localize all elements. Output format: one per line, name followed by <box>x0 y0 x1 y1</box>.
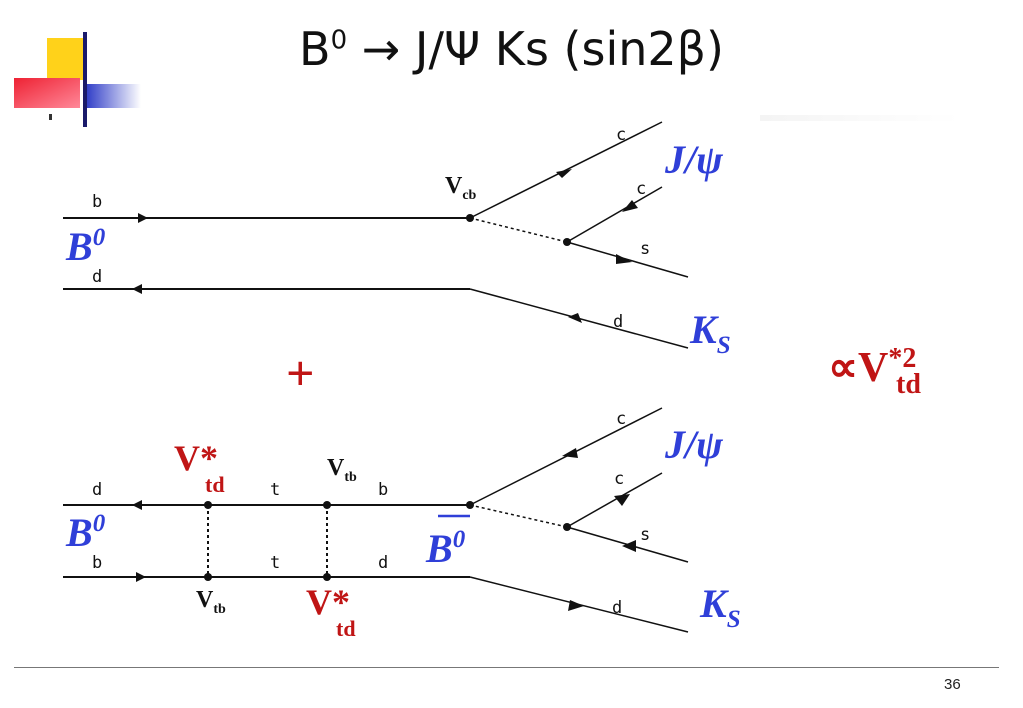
slide-title: B0 → J/Ψ Ks (sin2β) <box>0 22 1023 76</box>
bot-w-dash <box>469 504 568 528</box>
top-label-s: s <box>640 239 650 259</box>
footer-divider <box>14 667 999 668</box>
top-s-arrow <box>616 254 632 264</box>
bottom-diagram: d b t t b d c c s d Vtb Vtb V*td V*td B0… <box>63 407 741 641</box>
plus-sign: + <box>286 345 315 401</box>
bot-label-d-mid: d <box>378 553 388 573</box>
logo-vertical-line <box>83 32 87 127</box>
bot-label-t1: t <box>270 480 280 500</box>
vtd-top-label: V*td <box>174 438 225 497</box>
bot-b-arrow <box>136 572 146 582</box>
logo-red-square <box>14 78 80 108</box>
vcb-label: Vcb <box>445 173 477 203</box>
page-number: 36 <box>944 676 961 693</box>
top-label-c1: c <box>616 125 626 145</box>
jpsi-bot-label: J/ψ <box>664 422 723 467</box>
bot-vertex-w <box>563 523 571 531</box>
top-s-line <box>566 241 689 278</box>
vertex-box-br <box>323 573 331 581</box>
decor-fade <box>760 115 960 121</box>
b0-bot-label: B0 <box>65 510 106 555</box>
top-b-arrow <box>138 213 148 223</box>
bot-label-d: d <box>92 480 102 500</box>
vertex-box-bl <box>204 573 212 581</box>
vertex-box-tl <box>204 501 212 509</box>
title-rest: → J/Ψ Ks (sin2β) <box>347 22 724 76</box>
bot-c1-arrow <box>562 448 578 458</box>
logo-yellow-square <box>47 38 87 80</box>
top-c2-line <box>566 186 663 243</box>
top-label-d: d <box>92 267 102 287</box>
bot-c2-line <box>566 472 663 528</box>
bot-d-out-arrow <box>568 600 584 611</box>
top-c2-arrow <box>622 200 638 212</box>
top-c1-arrow <box>556 169 572 178</box>
jpsi-top-label: J/ψ <box>664 137 723 182</box>
vtb-bot-label: Vtb <box>196 587 226 617</box>
top-d-out-arrow <box>568 313 582 323</box>
bot-label-b-mid: b <box>378 480 388 500</box>
top-c1-line <box>469 121 663 219</box>
bot-c2-arrow <box>614 494 630 506</box>
bot-label-c1: c <box>616 409 626 429</box>
top-diagram: b d c c s d Vcb B0 J/ψ KS <box>63 121 731 359</box>
top-vertex-w <box>563 238 571 246</box>
bot-label-t2: t <box>270 553 280 573</box>
title-superscript: 0 <box>330 25 348 56</box>
top-label-c2: c <box>636 179 646 199</box>
vtb-top-label: Vtb <box>327 455 357 485</box>
top-label-d-out: d <box>613 312 623 332</box>
vtd-bot-label: V*td <box>306 582 356 641</box>
title-prefix: B <box>299 22 331 76</box>
b0-top-label: B0 <box>65 224 106 269</box>
bot-vertex-main <box>466 501 474 509</box>
top-vertex-vcb <box>466 214 474 222</box>
ks-bot-label: KS <box>699 581 741 633</box>
top-label-b: b <box>92 192 102 212</box>
vertex-box-tr <box>323 501 331 509</box>
logo-dot <box>49 114 52 120</box>
bot-label-b: b <box>92 553 102 573</box>
bot-d-arrow <box>132 500 142 510</box>
b0bar-label: B0 <box>425 526 466 571</box>
bot-label-d-out: d <box>612 598 622 618</box>
top-w-dash <box>469 217 568 243</box>
top-d-arrow <box>132 284 142 294</box>
bot-label-c2: c <box>614 469 624 489</box>
ks-top-label: KS <box>689 307 731 359</box>
bot-label-s: s <box>640 525 650 545</box>
bot-s-arrow <box>622 540 636 552</box>
logo-blue-bar <box>87 84 141 108</box>
